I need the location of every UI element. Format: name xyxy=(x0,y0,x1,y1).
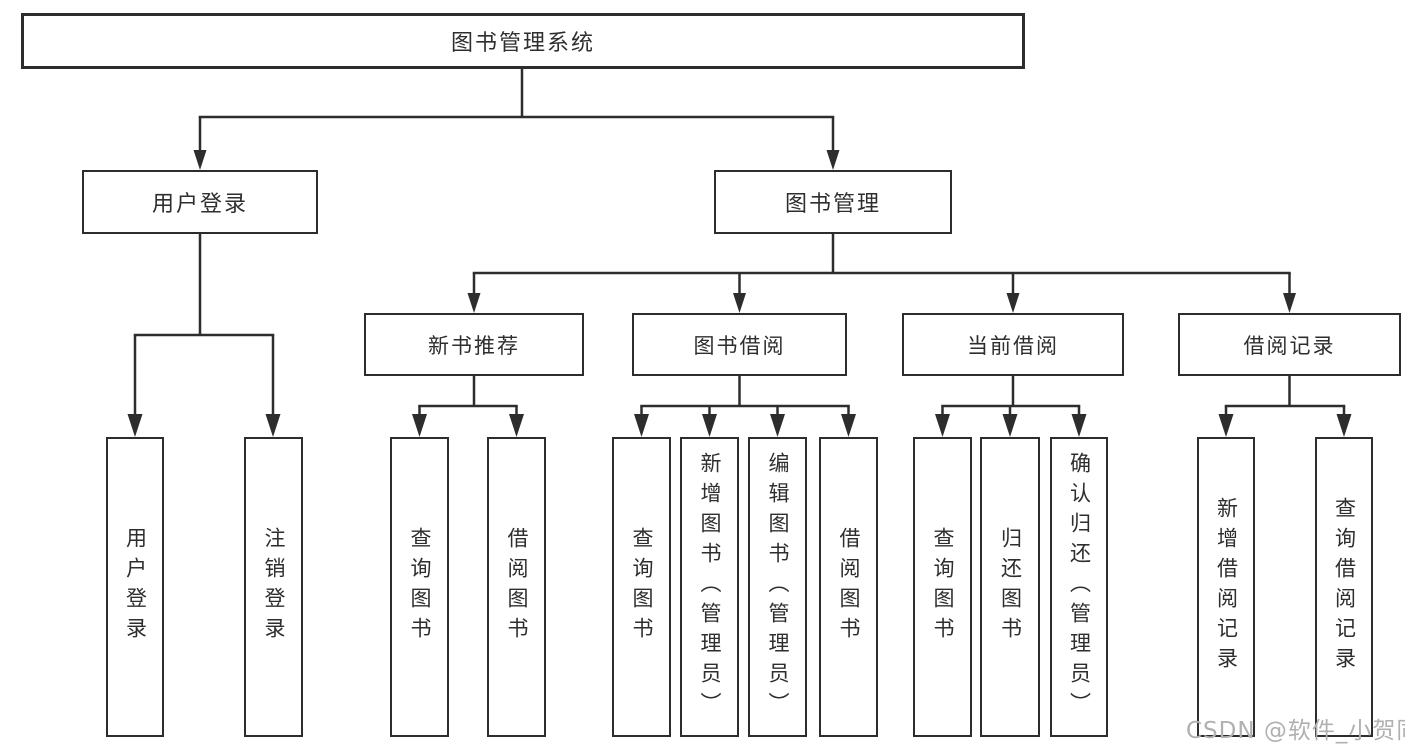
node-borrow-records: 借阅记录 xyxy=(1178,313,1401,376)
leaf-current-return-books: 归还图书 xyxy=(980,437,1040,737)
node-user-login-group: 用户登录 xyxy=(82,170,318,234)
leaf-newbooks-query-books-label: 查询图书 xyxy=(408,527,432,647)
node-current-borrowing: 当前借阅 xyxy=(902,313,1124,376)
leaf-current-confirm-return-admin: 确认归还（管理员） xyxy=(1050,437,1108,737)
leaf-newbooks-query-books: 查询图书 xyxy=(390,437,449,737)
node-current-borrowing-label: 当前借阅 xyxy=(967,333,1059,358)
leaf-borrowing-borrow-books: 借阅图书 xyxy=(819,437,878,737)
node-book-management: 图书管理 xyxy=(714,170,952,234)
leaf-borrowing-edit-books-admin-label: 编辑图书（管理员） xyxy=(766,452,790,722)
csdn-watermark: CSDN @软件_小贺同学 xyxy=(1186,718,1405,744)
edge-newbooks-to-leaves xyxy=(412,376,524,437)
leaf-current-confirm-return-admin-label: 确认归还（管理员） xyxy=(1067,452,1092,722)
leaf-current-return-books-label: 归还图书 xyxy=(998,527,1023,647)
leaf-borrowing-add-books-admin-label: 新增图书（管理员） xyxy=(698,452,722,722)
node-book-management-label: 图书管理 xyxy=(784,192,881,217)
leaf-borrowing-add-books-admin: 新增图书（管理员） xyxy=(680,437,739,737)
leaf-newbooks-borrow-books-label: 借阅图书 xyxy=(505,527,529,647)
leaf-records-add-record: 新增借阅记录 xyxy=(1197,437,1255,737)
leaf-newbooks-borrow-books: 借阅图书 xyxy=(487,437,546,737)
leaf-logout: 注销登录 xyxy=(244,437,303,737)
node-library-system: 图书管理系统 xyxy=(21,13,1025,69)
node-borrow-records-label: 借阅记录 xyxy=(1243,333,1336,358)
node-library-system-label: 图书管理系统 xyxy=(450,31,595,56)
leaf-user-login-label: 用户登录 xyxy=(123,527,148,647)
leaf-logout-label: 注销登录 xyxy=(262,527,286,647)
leaf-user-login: 用户登录 xyxy=(106,437,164,737)
leaf-borrowing-query-books-label: 查询图书 xyxy=(630,527,654,647)
node-book-borrowing: 图书借阅 xyxy=(632,313,847,376)
node-new-book-recommend: 新书推荐 xyxy=(364,313,584,376)
leaf-records-query-record-label: 查询借阅记录 xyxy=(1332,497,1357,677)
leaf-current-query-books: 查询图书 xyxy=(913,437,972,737)
leaf-borrowing-borrow-books-label: 借阅图书 xyxy=(837,527,861,647)
node-new-book-recommend-label: 新书推荐 xyxy=(428,333,520,358)
edge-root-to-level2 xyxy=(193,69,840,170)
edge-borrowing-to-leaves xyxy=(634,376,856,437)
edge-login-to-leaves xyxy=(127,234,281,437)
edge-records-to-leaves xyxy=(1218,376,1352,437)
node-book-borrowing-label: 图书借阅 xyxy=(693,333,786,358)
leaf-current-query-books-label: 查询图书 xyxy=(931,527,955,647)
leaf-records-query-record: 查询借阅记录 xyxy=(1315,437,1373,737)
edge-management-to-level3 xyxy=(467,234,1296,313)
edge-current-to-leaves xyxy=(935,376,1087,437)
leaf-borrowing-query-books: 查询图书 xyxy=(612,437,671,737)
node-user-login-group-label: 用户登录 xyxy=(151,192,248,217)
leaf-borrowing-edit-books-admin: 编辑图书（管理员） xyxy=(748,437,807,737)
leaf-records-add-record-label: 新增借阅记录 xyxy=(1214,497,1239,677)
